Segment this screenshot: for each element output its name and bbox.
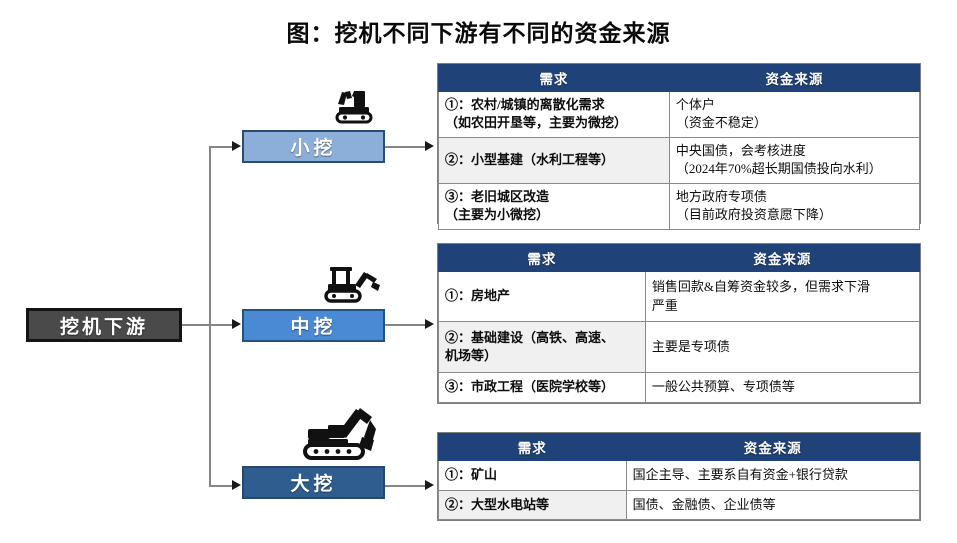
- cell-source: 地方政府专项债 （目前政府投资意愿下降）: [668, 182, 921, 230]
- table-row: ②：小型基建（水利工程等） 中央国债，会考核进度 （2024年70%超长期国债投…: [438, 136, 921, 184]
- column-header-source: 资金来源: [668, 64, 921, 92]
- category-node-medium-label: 中挖: [290, 317, 337, 338]
- table-row: ①：农村/城镇的离散化需求 （如农田开垦等，主要为微挖） 个体户 （资金不稳定）: [438, 91, 921, 138]
- connector-branch-small: [209, 146, 235, 148]
- connector-branch-large: [209, 485, 235, 487]
- cell-demand: ①：矿山: [438, 460, 627, 491]
- arrow-to-small-node: [232, 140, 241, 151]
- cell-source: 中央国债，会考核进度 （2024年70%超长期国债投向水利）: [668, 136, 921, 184]
- page-title: 图：挖机不同下游有不同的资金来源: [286, 21, 671, 46]
- table-header-row: 需求 资金来源: [438, 64, 921, 92]
- cell-source: 个体户 （资金不稳定）: [668, 91, 921, 138]
- table-row: ①：矿山 国企主导、主要系自有资金+银行贷款: [438, 460, 921, 491]
- cell-demand: ②：基础建设（高铁、高速、 机场等）: [438, 321, 646, 373]
- arrow-to-small-table: [425, 140, 434, 151]
- column-header-source: 资金来源: [644, 244, 921, 272]
- arrow-to-medium-table: [425, 318, 434, 329]
- category-node-small-label: 小挖: [290, 138, 337, 159]
- column-header-source: 资金来源: [625, 433, 921, 461]
- cell-demand: ①：房地产: [438, 270, 646, 323]
- small-excavator-icon: [332, 88, 378, 126]
- large-excavator-icon: [298, 403, 390, 465]
- cell-source: 销售回款&自筹资金较多，但需求下滑 严重: [644, 270, 921, 323]
- table-row: ①：房地产 销售回款&自筹资金较多，但需求下滑 严重: [438, 270, 921, 323]
- root-node-label: 挖机下游: [59, 316, 148, 338]
- cell-demand: ③：老旧城区改造 （主要为小微挖）: [438, 182, 670, 230]
- table-row: ③：老旧城区改造 （主要为小微挖） 地方政府专项债 （目前政府投资意愿下降）: [438, 182, 921, 230]
- connector-large-to-table: [385, 485, 427, 487]
- cell-source: 国企主导、主要系自有资金+银行贷款: [625, 460, 921, 491]
- category-node-large-label: 大挖: [290, 474, 337, 495]
- cell-source: 一般公共预算、专项债等: [644, 371, 921, 404]
- connector-medium-to-table: [385, 324, 427, 326]
- column-header-demand: 需求: [438, 244, 646, 272]
- category-node-medium-excavator[interactable]: 中挖: [242, 309, 385, 342]
- cell-demand: ②：小型基建（水利工程等）: [438, 136, 670, 184]
- column-header-demand: 需求: [438, 64, 670, 92]
- connector-root-stem: [182, 324, 210, 326]
- table-header-row: 需求 资金来源: [438, 244, 921, 272]
- connector-branch-medium: [209, 324, 235, 326]
- cell-source: 国债、金融债、企业债等: [625, 489, 921, 520]
- arrow-to-medium-node: [232, 318, 241, 329]
- cell-demand: ①：农村/城镇的离散化需求 （如农田开垦等，主要为微挖）: [438, 91, 670, 138]
- category-node-large-excavator[interactable]: 大挖: [242, 466, 385, 499]
- column-header-demand: 需求: [438, 433, 627, 461]
- connector-trunk: [209, 146, 211, 486]
- cell-source: 主要是专项债: [644, 321, 921, 373]
- arrow-to-large-table: [425, 479, 434, 490]
- arrow-to-large-node: [232, 479, 241, 490]
- medium-excavator-icon: [322, 263, 384, 307]
- category-node-small-excavator[interactable]: 小挖: [242, 130, 385, 163]
- table-row: ②：基础建设（高铁、高速、 机场等） 主要是专项债: [438, 321, 921, 373]
- table-header-row: 需求 资金来源: [438, 433, 921, 461]
- connector-small-to-table: [385, 146, 427, 148]
- root-node-excavator-downstream[interactable]: 挖机下游: [26, 308, 182, 342]
- table-row: ②：大型水电站等 国债、金融债、企业债等: [438, 489, 921, 520]
- cell-demand: ③：市政工程（医院学校等）: [438, 371, 646, 404]
- table-row: ③：市政工程（医院学校等） 一般公共预算、专项债等: [438, 371, 921, 404]
- funding-table-large-excavator: 需求 资金来源 ①：矿山 国企主导、主要系自有资金+银行贷款 ②：大型水电站等: [437, 432, 921, 521]
- cell-demand: ②：大型水电站等: [438, 489, 627, 520]
- funding-table-medium-excavator: 需求 资金来源 ①：房地产 销售回款&自筹资金较多，但需求下滑 严重 ②：: [437, 243, 921, 404]
- funding-table-small-excavator: 需求 资金来源 ①：农村/城镇的离散化需求 （如农田开垦等，主要为微挖） 个体户…: [437, 63, 921, 230]
